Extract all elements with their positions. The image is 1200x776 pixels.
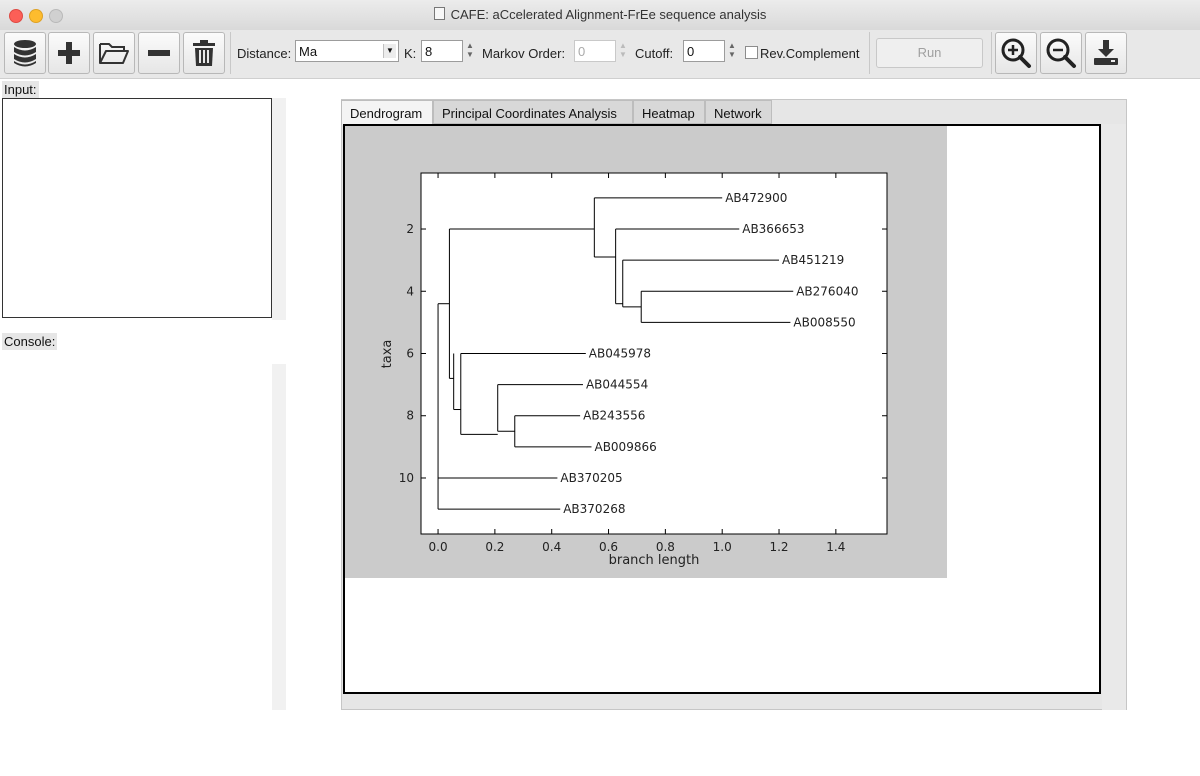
minus-icon [148,50,170,56]
leaf-label: AB370268 [563,502,625,516]
dendrogram-figure: 0.0 0.2 0.4 0.6 0.8 1.0 1.2 1.4 2 4 6 8 10 AB472900… [345,126,947,578]
distance-label: Distance: [237,46,292,61]
window-title: CAFE: aCcelerated Alignment-FrEe sequenc… [0,7,1200,22]
zoom-in-button[interactable] [995,32,1037,74]
open-folder-button[interactable] [93,32,135,74]
download-button[interactable] [1085,32,1127,74]
cutoff-spinbox[interactable]: 0 [683,40,725,62]
cutoff-spin-arrows-icon[interactable]: ▲▼ [728,41,736,59]
k-label: K: [404,46,417,61]
x-tick-label: 0.8 [656,540,675,554]
minimize-window-button[interactable] [29,9,43,23]
markov-order-value: 0 [578,44,586,59]
download-icon [1094,40,1118,65]
leaf-label: AB044554 [586,378,648,392]
y-axis-label: taxa [380,340,395,369]
y-tick-label: 4 [406,284,414,298]
input-scrollbar[interactable] [272,98,286,320]
cutoff-value: 0 [687,44,695,59]
x-tick-label: 1.2 [769,540,788,554]
cutoff-label: Cutoff: [635,46,674,61]
markov-order-label: Markov Order: [482,46,566,61]
toolbar-separator [230,32,231,74]
leaf-label: AB276040 [796,284,858,298]
zoom-in-icon [1001,38,1031,68]
input-label: Input: [2,81,39,98]
window-title-text: CAFE: aCcelerated Alignment-FrEe sequenc… [450,7,767,22]
toolbar: Distance: Ma ▼ K: 8 ▲▼ Markov Order: 0 ▲… [0,30,1200,79]
document-icon [433,7,445,20]
tab-dendrogram[interactable]: Dendrogram [341,100,433,125]
tab-network[interactable]: Network [705,100,772,124]
k-spin-arrows-icon[interactable]: ▲▼ [466,41,474,59]
y-tick-label: 2 [406,222,414,236]
k-value: 8 [425,44,433,59]
y-tick-label: 6 [406,347,414,361]
y-tick-label: 10 [399,471,414,485]
plot-scrollbar[interactable] [1102,124,1126,710]
chevron-down-icon: ▼ [383,44,396,58]
tab-heatmap[interactable]: Heatmap [633,100,705,124]
zoom-out-button[interactable] [1040,32,1082,74]
rev-complement-checkbox[interactable] [745,46,758,59]
console-label: Console: [2,333,58,350]
leaf-label: AB366653 [742,222,804,236]
y-tick-label: 8 [406,409,414,423]
leaf-label: AB243556 [583,409,645,423]
x-tick-label: 0.2 [485,540,504,554]
markov-spin-arrows-icon[interactable]: ▲▼ [619,41,627,59]
run-button[interactable]: Run [876,38,983,68]
rev-complement-label: Rev.Complement [760,46,860,61]
input-list[interactable] [2,98,272,318]
leaf-label: AB009866 [594,440,656,454]
x-tick-label: 0.4 [542,540,561,554]
zoom-out-icon [1046,38,1076,68]
folder-open-icon [99,43,129,64]
add-button[interactable] [48,32,90,74]
leaf-label: AB370205 [560,471,622,485]
x-axis-label: branch length [609,553,700,568]
x-tick-label: 1.0 [713,540,732,554]
k-spinbox[interactable]: 8 [421,40,463,62]
console-output[interactable] [0,364,272,710]
leaf-label: AB008550 [793,315,855,329]
x-tick-label: 0.0 [429,540,448,554]
trash-icon [193,40,215,66]
close-window-button[interactable] [9,9,23,23]
plus-icon [58,42,80,64]
leaf-label: AB045978 [589,347,651,361]
database-icon [14,40,36,67]
leaf-label: AB451219 [782,253,844,267]
tab-principal-coordinates-analysis[interactable]: Principal Coordinates Analysis [433,100,633,124]
delete-button[interactable] [183,32,225,74]
toolbar-separator [991,32,992,74]
maximize-window-button[interactable] [49,9,63,23]
toolbar-separator [869,32,870,74]
distance-select[interactable]: Ma ▼ [295,40,399,62]
remove-button[interactable] [138,32,180,74]
console-scrollbar[interactable] [272,364,286,710]
leaf-label: AB472900 [725,191,787,205]
distance-select-value: Ma [299,44,318,59]
database-button[interactable] [4,32,46,74]
x-tick-label: 1.4 [826,540,845,554]
dendrogram-chart: 0.0 0.2 0.4 0.6 0.8 1.0 1.2 1.4 2 4 6 8 10 AB472900… [380,172,888,568]
title-bar: CAFE: aCcelerated Alignment-FrEe sequenc… [0,0,1200,31]
x-tick-label: 0.6 [599,540,618,554]
markov-order-spinbox[interactable]: 0 [574,40,616,62]
